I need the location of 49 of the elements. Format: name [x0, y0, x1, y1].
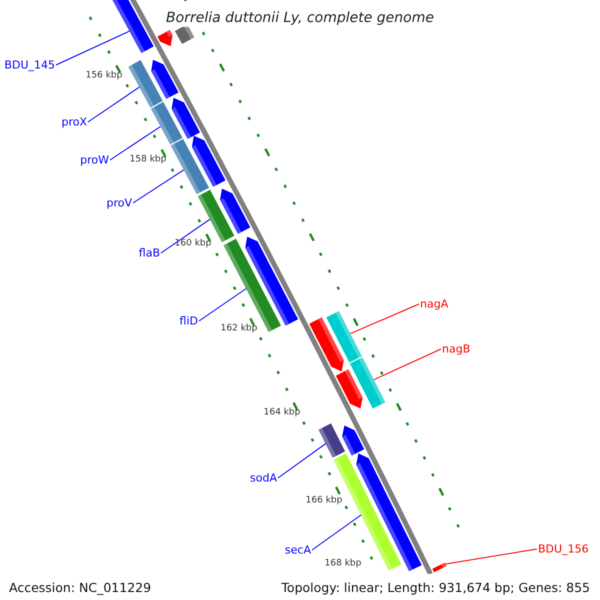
gene-label: BDU_145 — [4, 58, 55, 72]
leader-line — [278, 443, 326, 478]
gene-label: nagB — [442, 342, 470, 356]
gene-label: proX — [61, 116, 87, 128]
gene-block — [174, 24, 194, 44]
gene-label: sodA — [250, 472, 277, 484]
gene-bar — [151, 60, 179, 99]
gene-block — [170, 138, 210, 194]
gene-bar — [432, 562, 447, 572]
scale-label: 160 kbp — [174, 238, 212, 250]
gene-bar — [309, 317, 344, 372]
footer-text: Accession: NC_011229 — [9, 580, 152, 594]
scale-label: 164 kbp — [264, 408, 300, 418]
gene-block — [350, 357, 386, 409]
footer-text: Topology: linear; Length: 931,674 bp; Genes: 855 — [281, 580, 590, 594]
gene-block — [326, 311, 362, 362]
gene-label: secA — [284, 544, 311, 556]
scale-label: 168 kbp — [324, 558, 362, 570]
gene-block — [318, 423, 346, 458]
gene-bar — [110, 0, 154, 54]
leader-line — [373, 348, 442, 380]
leader-line — [110, 126, 162, 160]
gene-bar — [192, 136, 226, 187]
leader-line — [160, 218, 210, 254]
gene-bar — [172, 98, 200, 139]
gene-bar — [220, 188, 250, 234]
gene-bar — [158, 30, 172, 46]
scale-label: 156 kbp — [86, 70, 122, 82]
gene-label: fliD — [180, 314, 198, 328]
gene-bar — [336, 369, 363, 408]
leader-line — [312, 514, 362, 550]
gene-label: flaB — [138, 246, 160, 260]
scale-label: 158 kbp — [130, 154, 166, 166]
gene-label: BDU_156 — [538, 542, 589, 556]
gene-block — [150, 102, 182, 144]
gene-block — [224, 238, 281, 332]
gene-label: proV — [106, 196, 132, 210]
gene-label: nagA — [420, 298, 448, 310]
scale-label: 166 kbp — [306, 496, 342, 506]
gene-label: proW — [80, 154, 109, 166]
gene-bar — [342, 426, 364, 456]
leader-line — [350, 304, 420, 334]
leader-line — [132, 169, 184, 204]
leader-line — [445, 548, 538, 564]
leader-line — [56, 30, 130, 66]
leader-line — [198, 288, 247, 322]
scale-label: 162 kbp — [220, 324, 258, 334]
gene-block — [128, 60, 163, 108]
leader-line — [88, 86, 140, 122]
